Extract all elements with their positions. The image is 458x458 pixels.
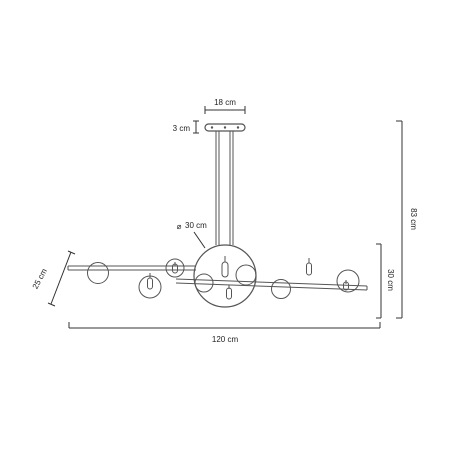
canopy-height-dimension: 3 cm — [173, 120, 199, 134]
disc-diameter-callout: ⌀ 30 cm — [177, 221, 207, 249]
canopy — [204, 123, 246, 132]
depth-label: 25 cm — [31, 267, 49, 291]
canopy-screw — [210, 126, 214, 129]
bulb — [226, 285, 232, 300]
suspension-rods — [215, 131, 234, 245]
canopy-screw — [223, 126, 227, 129]
body-height-dimension: 30 cm — [376, 243, 395, 319]
total-width-dimension: 120 cm — [68, 322, 381, 344]
bulb — [306, 258, 312, 276]
globe — [138, 275, 162, 299]
globes — [87, 258, 360, 299]
canopy-screw — [236, 126, 240, 129]
canopy-width-dimension: 18 cm — [204, 98, 246, 114]
globe — [271, 279, 291, 299]
globe — [194, 273, 214, 293]
globe — [165, 258, 185, 278]
bulbs — [147, 256, 349, 300]
depth-dimension: 25 cm — [31, 250, 76, 307]
globe — [87, 262, 109, 284]
back-arm — [67, 265, 196, 271]
bulb — [343, 280, 349, 291]
canopy-height-label: 3 cm — [173, 124, 191, 133]
total-width-label: 120 cm — [212, 335, 239, 344]
diameter-symbol: ⌀ — [177, 222, 182, 231]
total-height-dimension: 83 cm — [396, 120, 418, 319]
body-height-label: 30 cm — [386, 269, 395, 291]
total-height-label: 83 cm — [409, 208, 418, 230]
globe — [235, 264, 257, 286]
globe — [336, 269, 360, 293]
bulb — [221, 256, 229, 278]
bulb — [147, 273, 153, 290]
central-disc — [193, 244, 257, 308]
chandelier — [67, 123, 368, 308]
disc-diameter-label: 30 cm — [185, 221, 207, 230]
bulb — [172, 262, 178, 274]
canopy-width-label: 18 cm — [214, 98, 236, 107]
